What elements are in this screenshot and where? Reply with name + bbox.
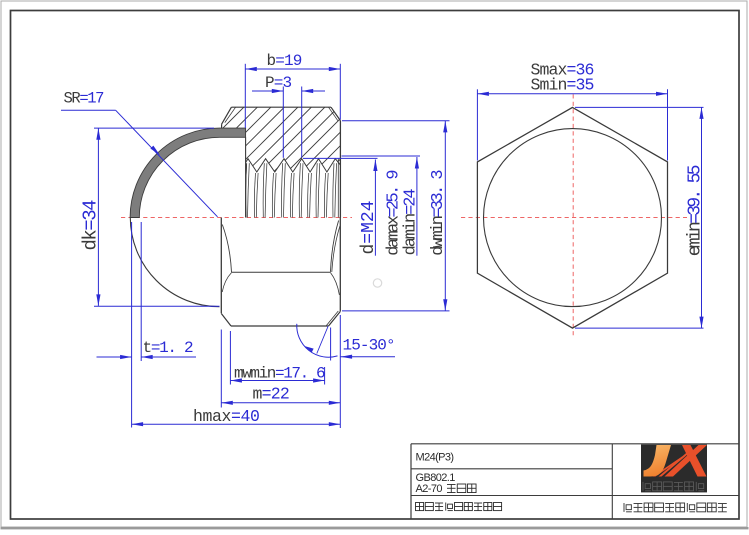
svg-text:hmax=40: hmax=40 xyxy=(193,407,260,426)
svg-text:emin=39. 55: emin=39. 55 xyxy=(686,165,706,256)
svg-text:15-30°: 15-30° xyxy=(343,337,395,355)
svg-text:P=3: P=3 xyxy=(265,74,292,92)
svg-text:Smax=36: Smax=36 xyxy=(531,60,594,79)
svg-text:dk=34: dk=34 xyxy=(80,200,102,251)
svg-text:t=1. 2: t=1. 2 xyxy=(143,339,194,357)
svg-text:SR=17: SR=17 xyxy=(64,90,105,108)
svg-text:mwmin=17. 6: mwmin=17. 6 xyxy=(234,365,325,383)
svg-text:A2-70: A2-70 xyxy=(416,483,443,495)
svg-text:m=22: m=22 xyxy=(253,385,289,404)
svg-text:d=M24: d=M24 xyxy=(359,200,379,254)
svg-text:Smin=35: Smin=35 xyxy=(531,76,594,95)
svg-text:dwmin=33. 3: dwmin=33. 3 xyxy=(429,170,448,256)
svg-text:b=19: b=19 xyxy=(267,52,302,70)
svg-text:damin=24: damin=24 xyxy=(402,189,421,256)
svg-text:damax=25. 9: damax=25. 9 xyxy=(385,170,404,256)
svg-text:GB802.1: GB802.1 xyxy=(416,472,456,484)
svg-text:M24(P3): M24(P3) xyxy=(416,452,454,464)
